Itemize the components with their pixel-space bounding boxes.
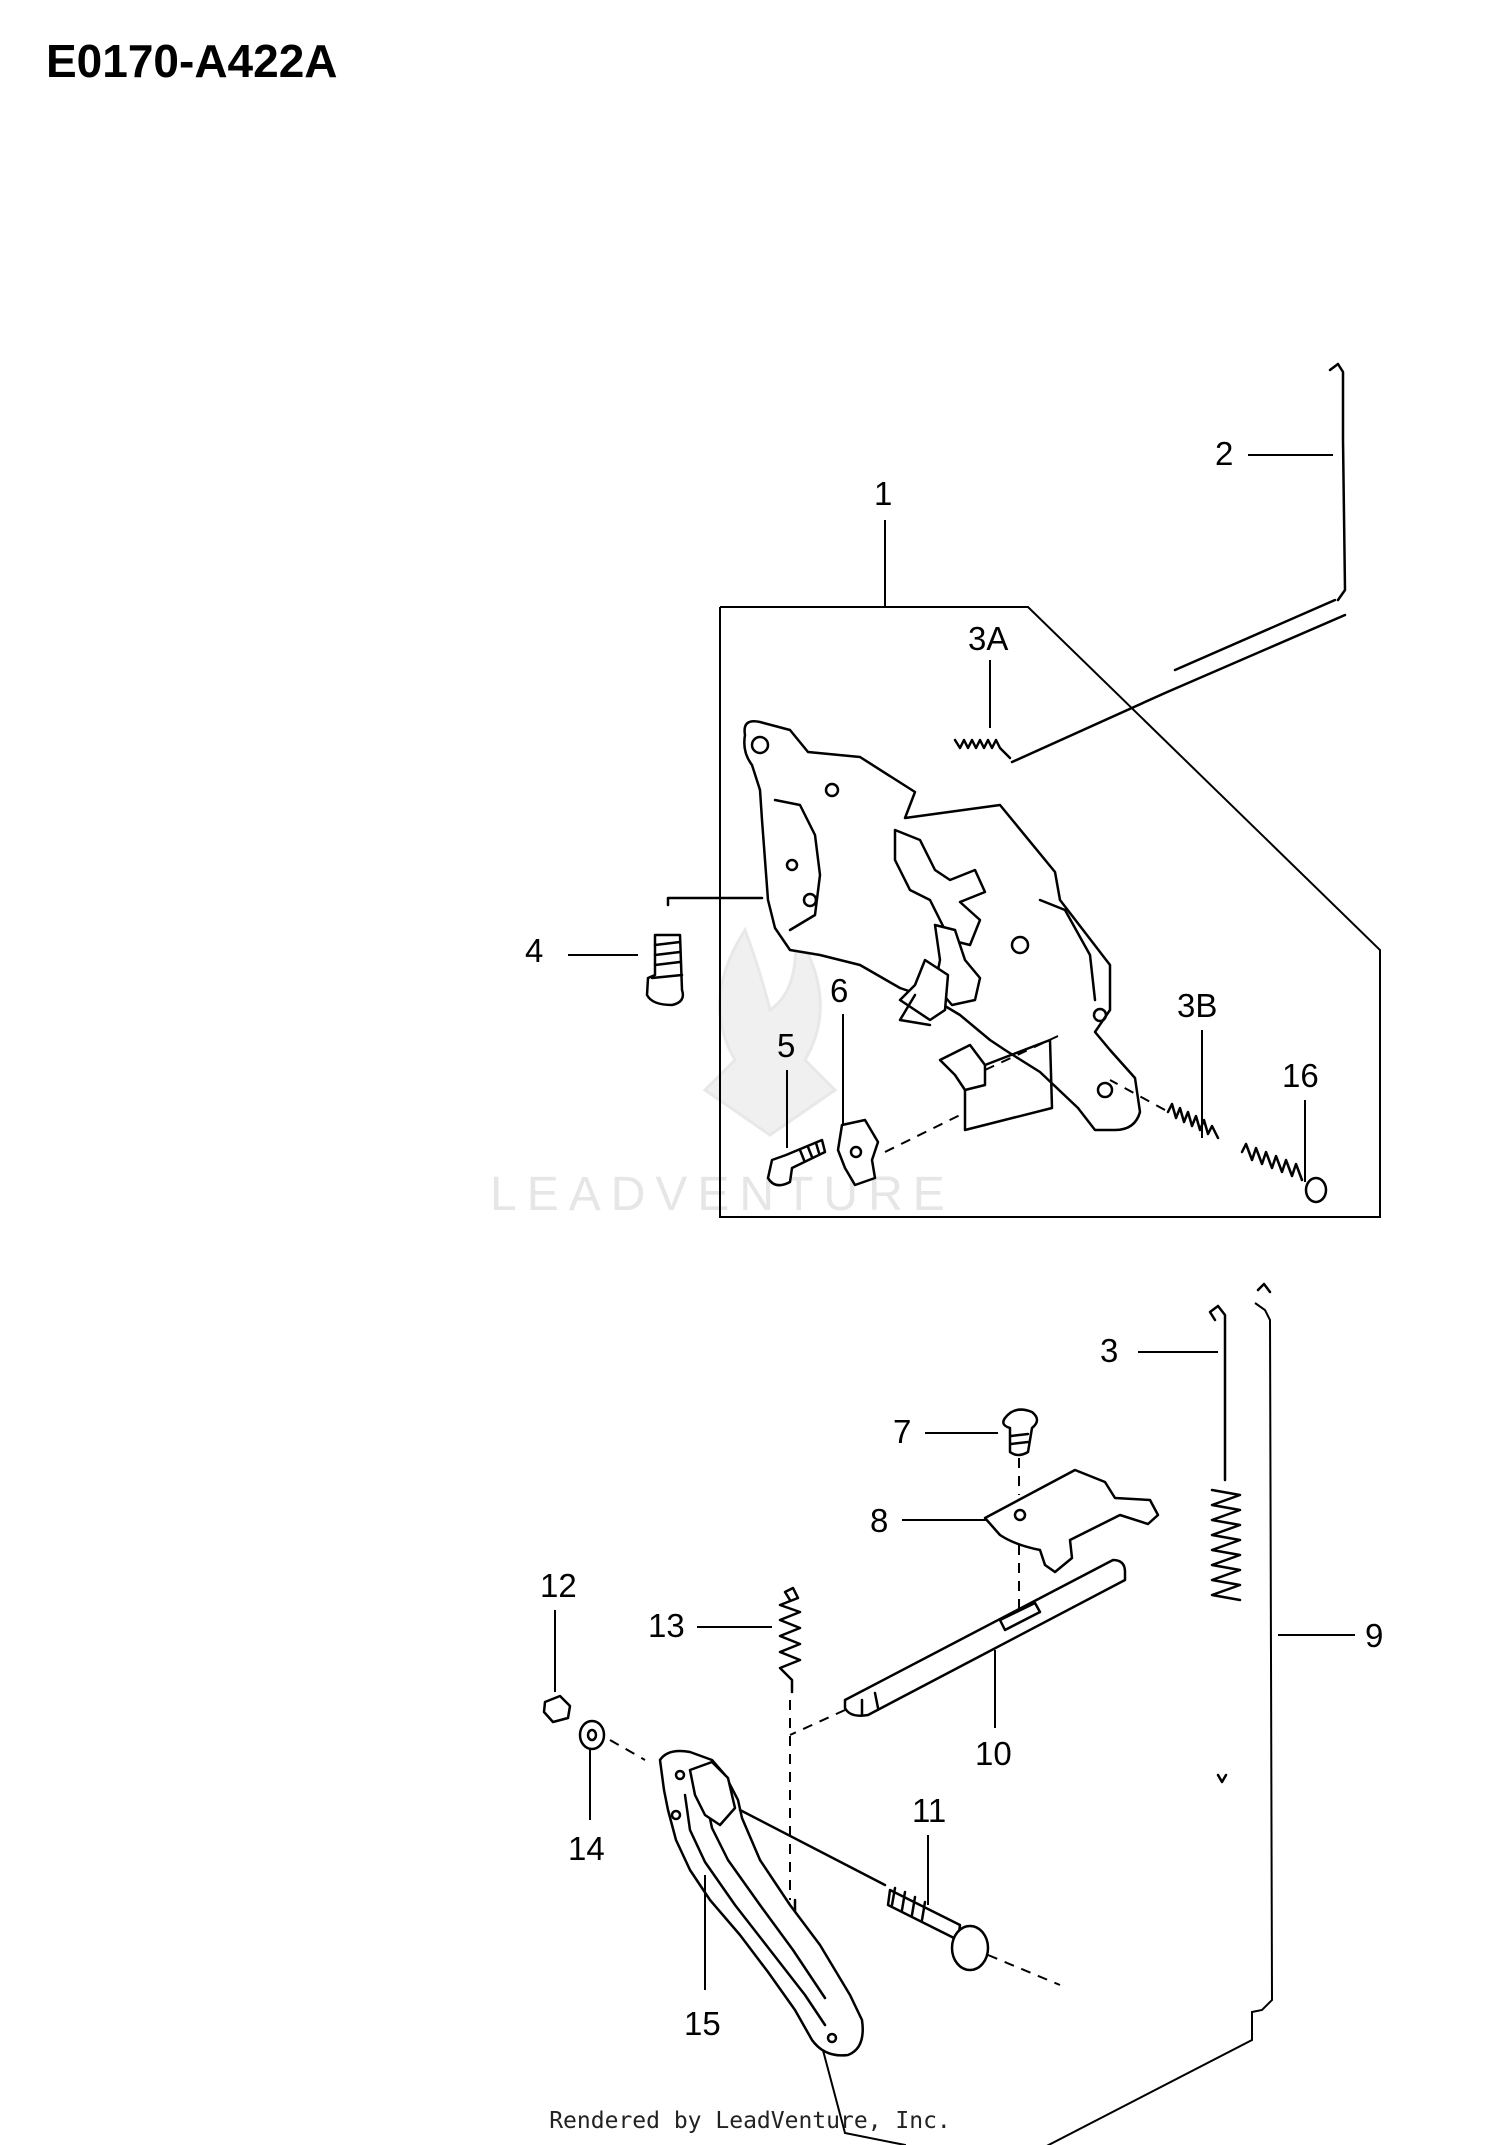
lever-arm xyxy=(898,993,932,1027)
callout-13[interactable]: 13 xyxy=(648,1607,685,1644)
screw-16[interactable] xyxy=(1240,1142,1304,1182)
group-frame-1 xyxy=(719,606,1381,1218)
lever-bracket[interactable] xyxy=(688,1760,737,1827)
plate-flange xyxy=(1038,898,1097,1002)
bracket-outline xyxy=(963,1038,1054,1132)
page-title: E0170-A422A xyxy=(46,35,338,87)
washer-guide xyxy=(609,1739,646,1761)
lever-hole-icon xyxy=(670,1809,682,1821)
bolt-4[interactable] xyxy=(645,933,685,1007)
lever-slot xyxy=(703,1793,827,2000)
choke-lever[interactable] xyxy=(898,958,950,1022)
upper-assembly: 1 3A 2 4 5 xyxy=(525,362,1381,1218)
callout-3A[interactable]: 3A xyxy=(968,620,1008,657)
plate-hole-icon xyxy=(1092,1007,1108,1023)
callout-10[interactable]: 10 xyxy=(975,1735,1012,1772)
watermark: LEADVENTURE xyxy=(490,926,955,1221)
bracket-guide xyxy=(984,1035,1059,1071)
shaft-flat xyxy=(998,1601,1042,1632)
lever-slot xyxy=(683,1793,827,2027)
rod-2[interactable] xyxy=(1328,362,1347,602)
link-rod-2-lower xyxy=(1173,598,1337,672)
pivot-bolt-head-11[interactable] xyxy=(950,1924,990,1972)
callout-6[interactable]: 6 xyxy=(830,972,848,1009)
callout-3B[interactable]: 3B xyxy=(1177,987,1217,1024)
callout-12[interactable]: 12 xyxy=(540,1567,577,1604)
watermark-logo-icon xyxy=(702,926,838,1137)
bolt-thread xyxy=(650,940,684,980)
callout-4[interactable]: 4 xyxy=(525,932,543,969)
cable-bracket[interactable] xyxy=(938,1043,987,1092)
group-frame-9 xyxy=(794,1302,1274,2145)
plate-flange xyxy=(773,798,822,932)
footer-credit: Rendered by LeadVenture, Inc. xyxy=(549,2108,951,2134)
frame-hook xyxy=(1256,1282,1272,1294)
callout-5[interactable]: 5 xyxy=(777,1027,795,1064)
spring-3B[interactable] xyxy=(1166,1102,1220,1140)
callout-7[interactable]: 7 xyxy=(893,1413,911,1450)
bolt-thread xyxy=(798,1141,821,1162)
spring-13[interactable] xyxy=(778,1586,802,1694)
callout-9[interactable]: 9 xyxy=(1365,1617,1383,1654)
clip-guide xyxy=(884,1114,961,1153)
cable-clip-6[interactable] xyxy=(836,1118,880,1187)
leader-4-dash xyxy=(666,896,764,907)
spring-3A[interactable] xyxy=(953,738,1012,760)
governor-lever[interactable] xyxy=(893,828,987,947)
callout-8[interactable]: 8 xyxy=(870,1502,888,1539)
washer-hole-icon xyxy=(586,1728,598,1742)
shaft-guide xyxy=(789,1709,846,1736)
governor-shaft-10[interactable] xyxy=(843,1558,1127,1717)
governor-plate-8[interactable] xyxy=(983,1468,1160,1574)
callout-14[interactable]: 14 xyxy=(568,1830,605,1867)
link-rod-2[interactable] xyxy=(1010,613,1347,764)
lower-assembly: 9 3 7 8 10 13 12 xyxy=(540,1282,1383,2145)
plate-hole-icon xyxy=(824,782,840,798)
nut-12[interactable] xyxy=(542,1694,572,1724)
watermark-text: LEADVENTURE xyxy=(490,1168,955,1221)
screw-head-16[interactable] xyxy=(1304,1176,1328,1204)
plate-hole-icon xyxy=(785,858,799,872)
screw-thread xyxy=(1009,1432,1030,1446)
callout-1[interactable]: 1 xyxy=(874,475,892,512)
governor-rod-3[interactable] xyxy=(1208,1304,1227,1482)
bolt-guide xyxy=(987,1954,1061,1986)
bolt-thread xyxy=(890,1886,927,1922)
plate-hole-icon xyxy=(1096,1081,1114,1099)
plate-hole-icon xyxy=(1013,1508,1027,1522)
callout-3[interactable]: 3 xyxy=(1100,1332,1118,1369)
plate-hole-icon xyxy=(1010,935,1030,955)
callout-2[interactable]: 2 xyxy=(1215,435,1233,472)
callout-11[interactable]: 11 xyxy=(912,1792,946,1829)
callout-15[interactable]: 15 xyxy=(684,2005,721,2042)
clip-hole-icon xyxy=(849,1145,863,1159)
plate-hole-icon xyxy=(750,735,770,755)
frame-hook xyxy=(1216,1773,1228,1784)
shaft-collar xyxy=(860,1691,880,1717)
lever-link xyxy=(738,1808,887,1887)
screw-7[interactable] xyxy=(1002,1408,1039,1457)
lever-hole-icon xyxy=(674,1769,686,1781)
lever-hole-icon xyxy=(826,2032,838,2044)
governor-spring-3[interactable] xyxy=(1210,1488,1242,1602)
callout-16[interactable]: 16 xyxy=(1282,1057,1319,1094)
washer-14[interactable] xyxy=(578,1719,606,1751)
